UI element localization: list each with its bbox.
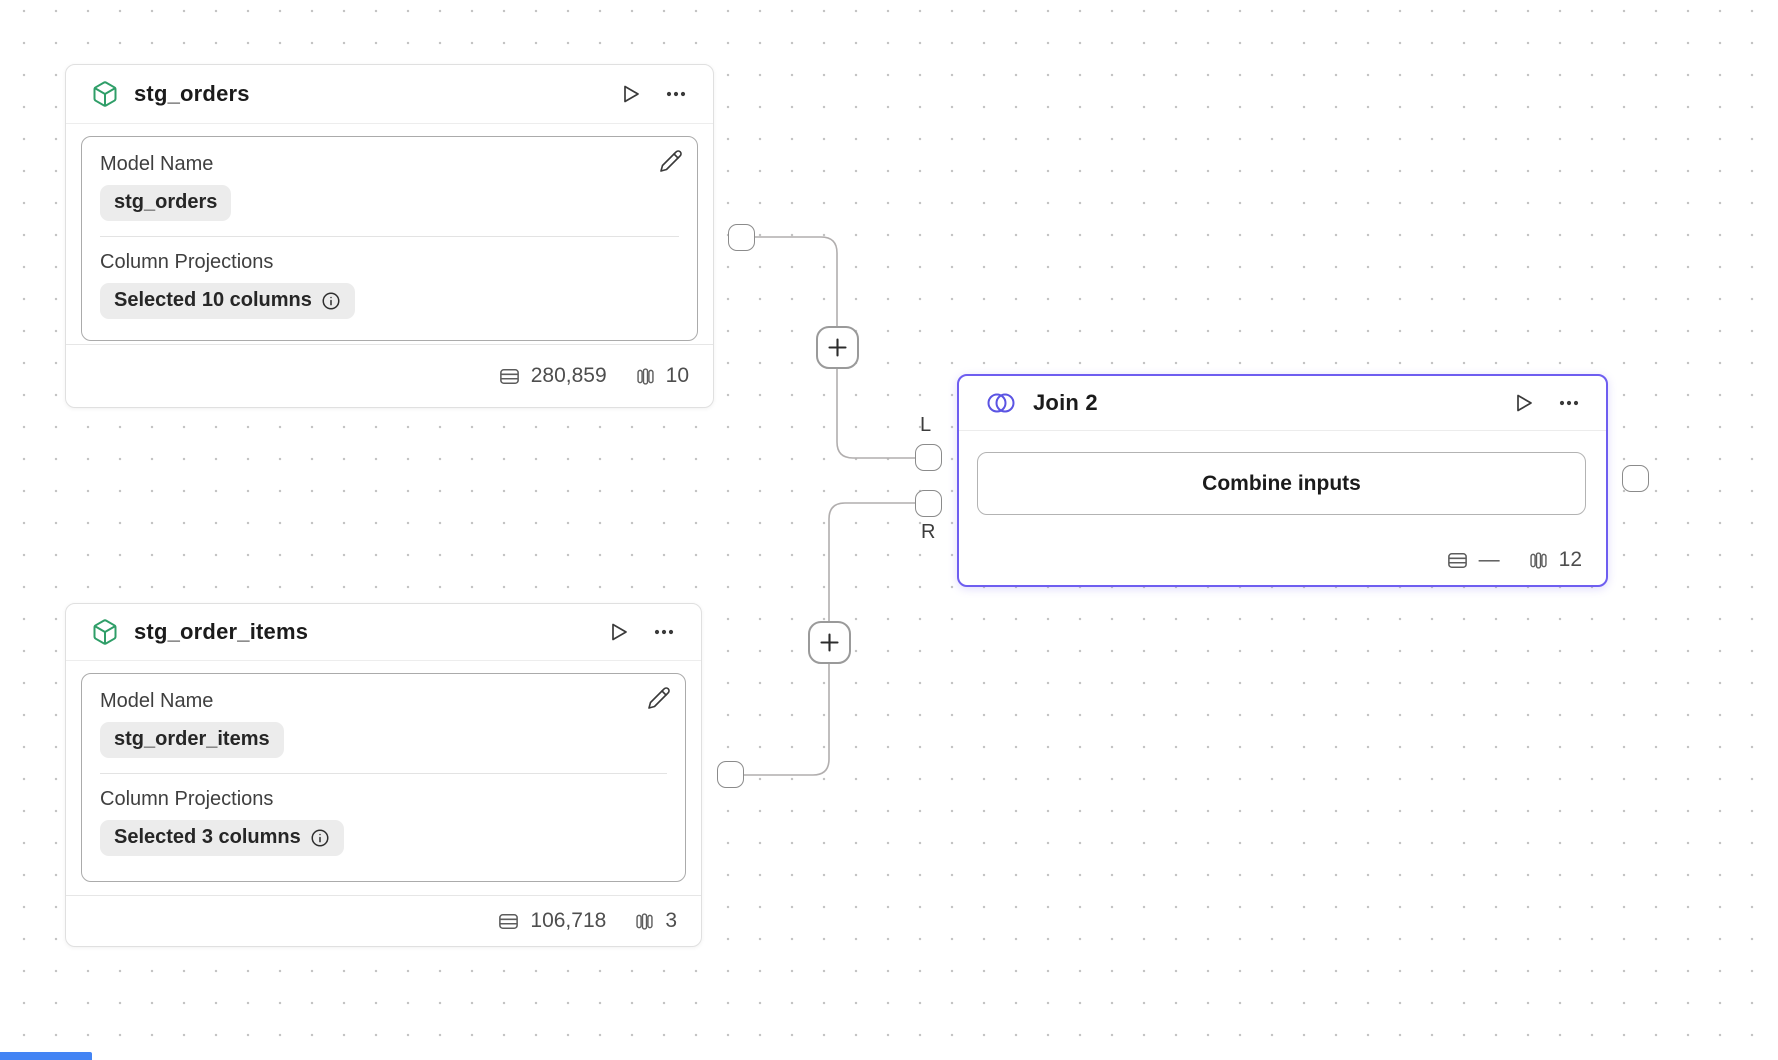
left-port-label: L — [920, 414, 932, 436]
column-projections-label: Column Projections — [100, 251, 274, 273]
join-left-input-port[interactable] — [915, 444, 942, 471]
node-stats-footer: — 12 — [1446, 548, 1582, 572]
node-stats-footer: 106,718 3 — [66, 895, 701, 946]
row-count-value: — — [1478, 548, 1500, 571]
divider — [100, 773, 667, 774]
node-menu-button[interactable] — [663, 82, 689, 106]
ellipsis-icon — [1556, 391, 1582, 415]
node-config-panel: Model Name stg_orders Column Projections… — [81, 136, 698, 341]
model-name-label: Model Name — [100, 153, 214, 175]
node-title: stg_orders — [134, 81, 250, 106]
output-port-stg-order-items[interactable] — [717, 761, 744, 788]
row-count-value: 280,859 — [530, 364, 607, 387]
row-count-stat: — — [1446, 548, 1500, 572]
ellipsis-icon — [651, 620, 677, 644]
table-columns-icon — [635, 365, 656, 388]
table-columns-icon — [634, 910, 655, 933]
node-config-panel: Model Name stg_order_items Column Projec… — [81, 673, 686, 882]
column-projections-value: Selected 3 columns — [114, 826, 301, 848]
bottom-left-blue-bar — [0, 1052, 92, 1060]
run-node-button[interactable] — [618, 82, 642, 106]
info-icon[interactable] — [310, 828, 330, 848]
column-count-stat: 10 — [635, 364, 689, 388]
model-name-chip: stg_order_items — [100, 722, 284, 758]
node-stats-footer: 280,859 10 — [66, 344, 713, 407]
box-icon — [91, 618, 119, 646]
column-projections-label: Column Projections — [100, 788, 274, 810]
column-count-stat: 3 — [634, 909, 677, 933]
table-rows-icon — [1446, 549, 1469, 572]
column-projections-chip[interactable]: Selected 10 columns — [100, 283, 355, 319]
edit-model-name-button[interactable] — [647, 686, 671, 710]
node-title: stg_order_items — [134, 619, 309, 644]
table-rows-icon — [497, 910, 520, 933]
add-node-on-edge-button[interactable] — [808, 621, 851, 664]
node-join-2[interactable]: Join 2 Combine inputs — — [957, 374, 1608, 587]
divider — [100, 236, 679, 237]
column-count-value: 12 — [1558, 548, 1582, 571]
node-stg-orders[interactable]: stg_orders Model Name — [65, 64, 714, 408]
column-projections-chip[interactable]: Selected 3 columns — [100, 820, 344, 856]
model-name-chip: stg_orders — [100, 185, 232, 221]
model-name-label: Model Name — [100, 690, 214, 712]
table-columns-icon — [1528, 549, 1549, 572]
right-port-label: R — [921, 521, 936, 543]
model-name-value: stg_order_items — [114, 728, 270, 750]
column-projections-value: Selected 10 columns — [114, 289, 312, 311]
join-output-port[interactable] — [1622, 465, 1649, 492]
node-header: stg_order_items — [66, 604, 701, 661]
node-header: Join 2 — [959, 376, 1606, 431]
node-header: stg_orders — [66, 65, 713, 124]
model-name-value: stg_orders — [114, 191, 218, 213]
add-node-on-edge-button[interactable] — [816, 326, 859, 369]
play-icon — [1511, 391, 1535, 415]
play-icon — [606, 620, 630, 644]
play-icon — [618, 82, 642, 106]
run-node-button[interactable] — [1511, 391, 1535, 415]
node-stg-order-items[interactable]: stg_order_items Model Name — [65, 603, 702, 947]
pencil-icon — [647, 686, 671, 710]
row-count-value: 106,718 — [530, 909, 607, 932]
edit-model-name-button[interactable] — [659, 149, 683, 173]
plus-icon — [819, 632, 840, 653]
column-count-value: 10 — [665, 364, 689, 387]
join-circles-icon — [984, 389, 1018, 417]
box-icon — [91, 80, 119, 108]
node-menu-button[interactable] — [1556, 391, 1582, 415]
output-port-stg-orders[interactable] — [728, 224, 755, 251]
plus-icon — [827, 337, 848, 358]
combine-inputs-button[interactable]: Combine inputs — [977, 452, 1586, 515]
info-icon[interactable] — [321, 291, 341, 311]
table-rows-icon — [498, 365, 521, 388]
node-title: Join 2 — [1033, 390, 1098, 415]
join-right-input-port[interactable] — [915, 490, 942, 517]
row-count-stat: 106,718 — [497, 909, 606, 933]
run-node-button[interactable] — [606, 620, 630, 644]
pencil-icon — [659, 149, 683, 173]
column-count-stat: 12 — [1528, 548, 1582, 572]
row-count-stat: 280,859 — [498, 364, 607, 388]
node-menu-button[interactable] — [651, 620, 677, 644]
column-count-value: 3 — [665, 909, 677, 932]
ellipsis-icon — [663, 82, 689, 106]
